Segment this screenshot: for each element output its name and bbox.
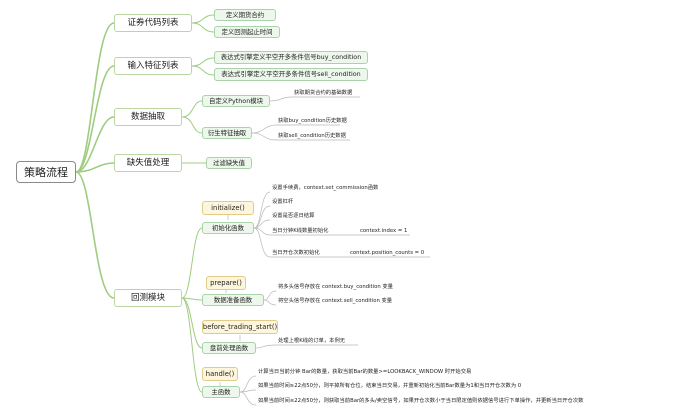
- filter-missing-node[interactable]: 过滤缺失值: [206, 157, 252, 169]
- backtest-branch-handle: [181, 297, 203, 393]
- init-leaf-4-line: [253, 227, 410, 236]
- prepare-leaf-1-line: [263, 290, 277, 301]
- initialize-fn-node[interactable]: initialize(): [202, 201, 254, 215]
- init-value-positions: context.position_counts = 0: [350, 250, 425, 256]
- derived-leaf-2-line: [251, 132, 350, 141]
- handle-leaf-bar-count: 计算当日当前分钟 Bar的数量，获取当前Bar的数量>=LOOKBACK_WIN…: [258, 369, 472, 375]
- stocks-branch-2: [191, 22, 215, 33]
- derived-leaf-1-line: [251, 124, 340, 134]
- handle-fn-node[interactable]: handle(): [202, 367, 238, 381]
- root-branch-missing: [75, 162, 115, 173]
- handle-leaf-close-all: 如果当前时间≥22点50分，则平掉所有仓位，结束当日交易，并重新初始化当前Bar…: [258, 383, 522, 389]
- handle-leaf-3-line: [239, 391, 257, 406]
- features-branch-2: [191, 65, 215, 76]
- missing-value-node[interactable]: 缺失值处理: [114, 154, 182, 172]
- init-leaf-bar-count: 当日分钟K线数量初始化: [272, 228, 329, 234]
- python-leaf-line: [269, 96, 360, 102]
- extract-branch-derived: [181, 116, 203, 134]
- derived-feature-node[interactable]: 衍生特征抽取: [202, 127, 252, 139]
- prepare-fn-node[interactable]: prepare(): [206, 276, 246, 290]
- prepare-leaf-buy: 将多头信号存放在 context.buy_condition 变量: [278, 284, 393, 290]
- root-branch-extract: [75, 116, 115, 173]
- prepare-function-node[interactable]: 数据准备函数: [202, 294, 264, 306]
- derived-leaf-sell: 获取sell_condition历史数据: [278, 133, 346, 139]
- derived-leaf-buy: 获取buy_condition历史数据: [278, 118, 347, 124]
- feature-list-node[interactable]: 输入特征列表: [114, 57, 192, 75]
- root-branch-stocks: [75, 22, 115, 173]
- buy-condition-node[interactable]: 表达式引擎定义平空开多条件信号buy_condition: [214, 51, 368, 64]
- init-leaf-1-line: [253, 191, 271, 229]
- handle-leaf-1-line: [239, 375, 257, 393]
- backtest-branch-init: [181, 227, 203, 299]
- python-module-node[interactable]: 自定义Python模块: [202, 95, 270, 107]
- backtest-branch-prepare: [181, 297, 203, 301]
- init-leaf-daily-settle: 设置是否逐日结算: [272, 213, 315, 219]
- init-leaf-5-line: [253, 227, 430, 258]
- stocks-branch-1: [191, 14, 215, 24]
- root-branch-features: [75, 65, 115, 173]
- define-backtest-period-node[interactable]: 定义回测起止时间: [214, 26, 280, 38]
- pre-market-node[interactable]: 盘前处理函数: [202, 342, 256, 354]
- prepare-leaf-sell: 将空头信号存放在 context.sell_condition 变量: [278, 298, 393, 304]
- define-contract-node[interactable]: 定义期货合约: [214, 9, 276, 21]
- features-branch-1: [191, 57, 215, 67]
- handle-leaf-2-line: [239, 389, 257, 393]
- stock-list-node[interactable]: 证券代码列表: [114, 14, 192, 32]
- backtest-node[interactable]: 回测模块: [114, 289, 182, 307]
- init-value-index: context.index = 1: [360, 228, 408, 234]
- handle-leaf-signal-order: 如果当前时间≤22点50分，则获取当前Bar的多头/卖空信号，如果开仓次数小于当…: [258, 398, 584, 404]
- init-leaf-3-line: [253, 219, 271, 229]
- main-function-node[interactable]: 主函数: [202, 386, 240, 398]
- init-function-node[interactable]: 初始化函数: [202, 222, 254, 234]
- extract-branch-python: [181, 100, 203, 118]
- before-trading-fn-node[interactable]: before_trading_start(): [202, 320, 278, 334]
- init-leaf-commission: 设置手续费，context.set_commission函数: [272, 185, 379, 191]
- data-extract-node[interactable]: 数据抽取: [114, 108, 182, 126]
- init-leaf-2-line: [253, 205, 271, 229]
- python-leaf: 获取期货合约的基础数据: [294, 90, 353, 96]
- root-node[interactable]: 策略流程: [16, 161, 76, 183]
- prepare-leaf-2-line: [263, 299, 277, 306]
- init-leaf-leverage: 设置杠杆: [272, 199, 294, 205]
- root-branch-backtest: [75, 171, 115, 299]
- sell-condition-node[interactable]: 表达式引擎定义平空开多条件信号sell_condition: [214, 68, 368, 81]
- before-leaf: 处理上根K线的订单，本例无: [278, 338, 346, 344]
- before-leaf-line: [255, 344, 358, 349]
- init-leaf-open-count: 当日开仓次数初始化: [272, 250, 320, 256]
